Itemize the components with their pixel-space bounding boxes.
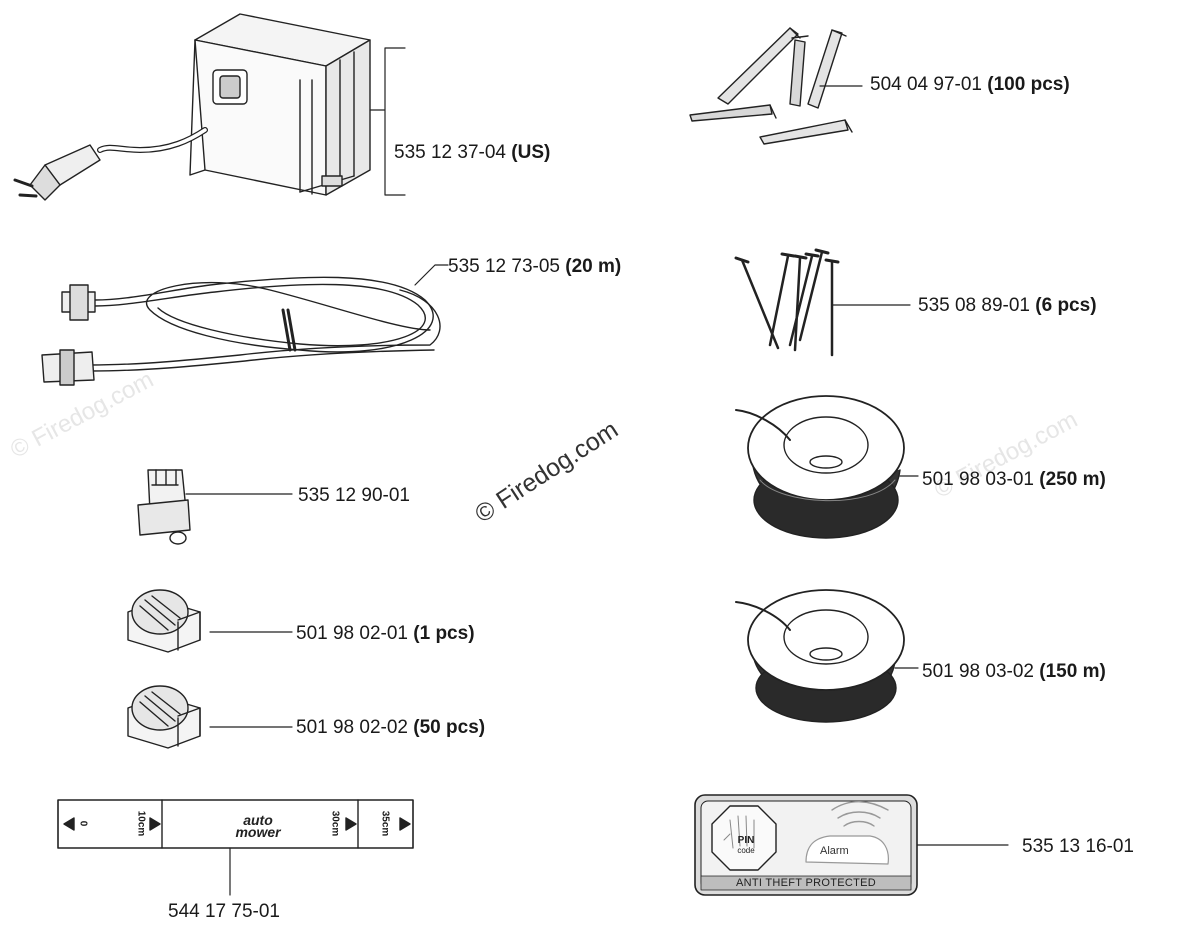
measure-strip-illustration xyxy=(57,799,414,896)
part-label-wire-250: 501 98 03-01 (250 m) xyxy=(922,469,1106,490)
decal-alarm-text: Alarm xyxy=(820,845,849,857)
pegs-illustration xyxy=(689,27,863,145)
decal-pin-text: PIN code xyxy=(737,835,755,856)
part-label-decal: 535 13 16-01 xyxy=(1022,836,1134,857)
nails-illustration xyxy=(734,248,911,357)
part-label-measure: 544 17 75-01 xyxy=(168,901,280,922)
part-label-clip: 535 12 90-01 xyxy=(298,485,410,506)
part-label-connector-50: 501 98 02-02 (50 pcs) xyxy=(296,717,486,738)
clip-illustration xyxy=(137,469,293,545)
measure-mark-35: 35cm xyxy=(379,810,391,837)
part-label-charger: 535 12 37-04 (US) xyxy=(394,142,551,163)
measure-mark-30: 30cm xyxy=(329,810,341,837)
wire-spool-150-illustration xyxy=(735,589,919,723)
connector-1-illustration xyxy=(127,589,293,653)
part-label-wire-150: 501 98 03-02 (150 m) xyxy=(922,661,1106,682)
measure-mark-10: 10cm xyxy=(135,810,147,837)
decal-banner-text: ANTI THEFT PROTECTED xyxy=(735,877,877,889)
part-label-pegs: 504 04 97-01 (100 pcs) xyxy=(870,74,1070,95)
measure-mark-0: 0 xyxy=(77,820,89,827)
connector-50-illustration xyxy=(127,685,293,749)
decal-illustration xyxy=(694,794,1009,896)
measure-brand-logo: auto mower xyxy=(235,812,281,840)
wire-spool-250-illustration xyxy=(735,395,919,539)
part-label-nails: 535 08 89-01 (6 pcs) xyxy=(918,295,1097,316)
charger-illustration xyxy=(13,13,406,201)
cable-illustration xyxy=(41,264,449,386)
part-label-connector-1: 501 98 02-01 (1 pcs) xyxy=(296,623,475,644)
part-label-cable: 535 12 73-05 (20 m) xyxy=(448,256,622,277)
